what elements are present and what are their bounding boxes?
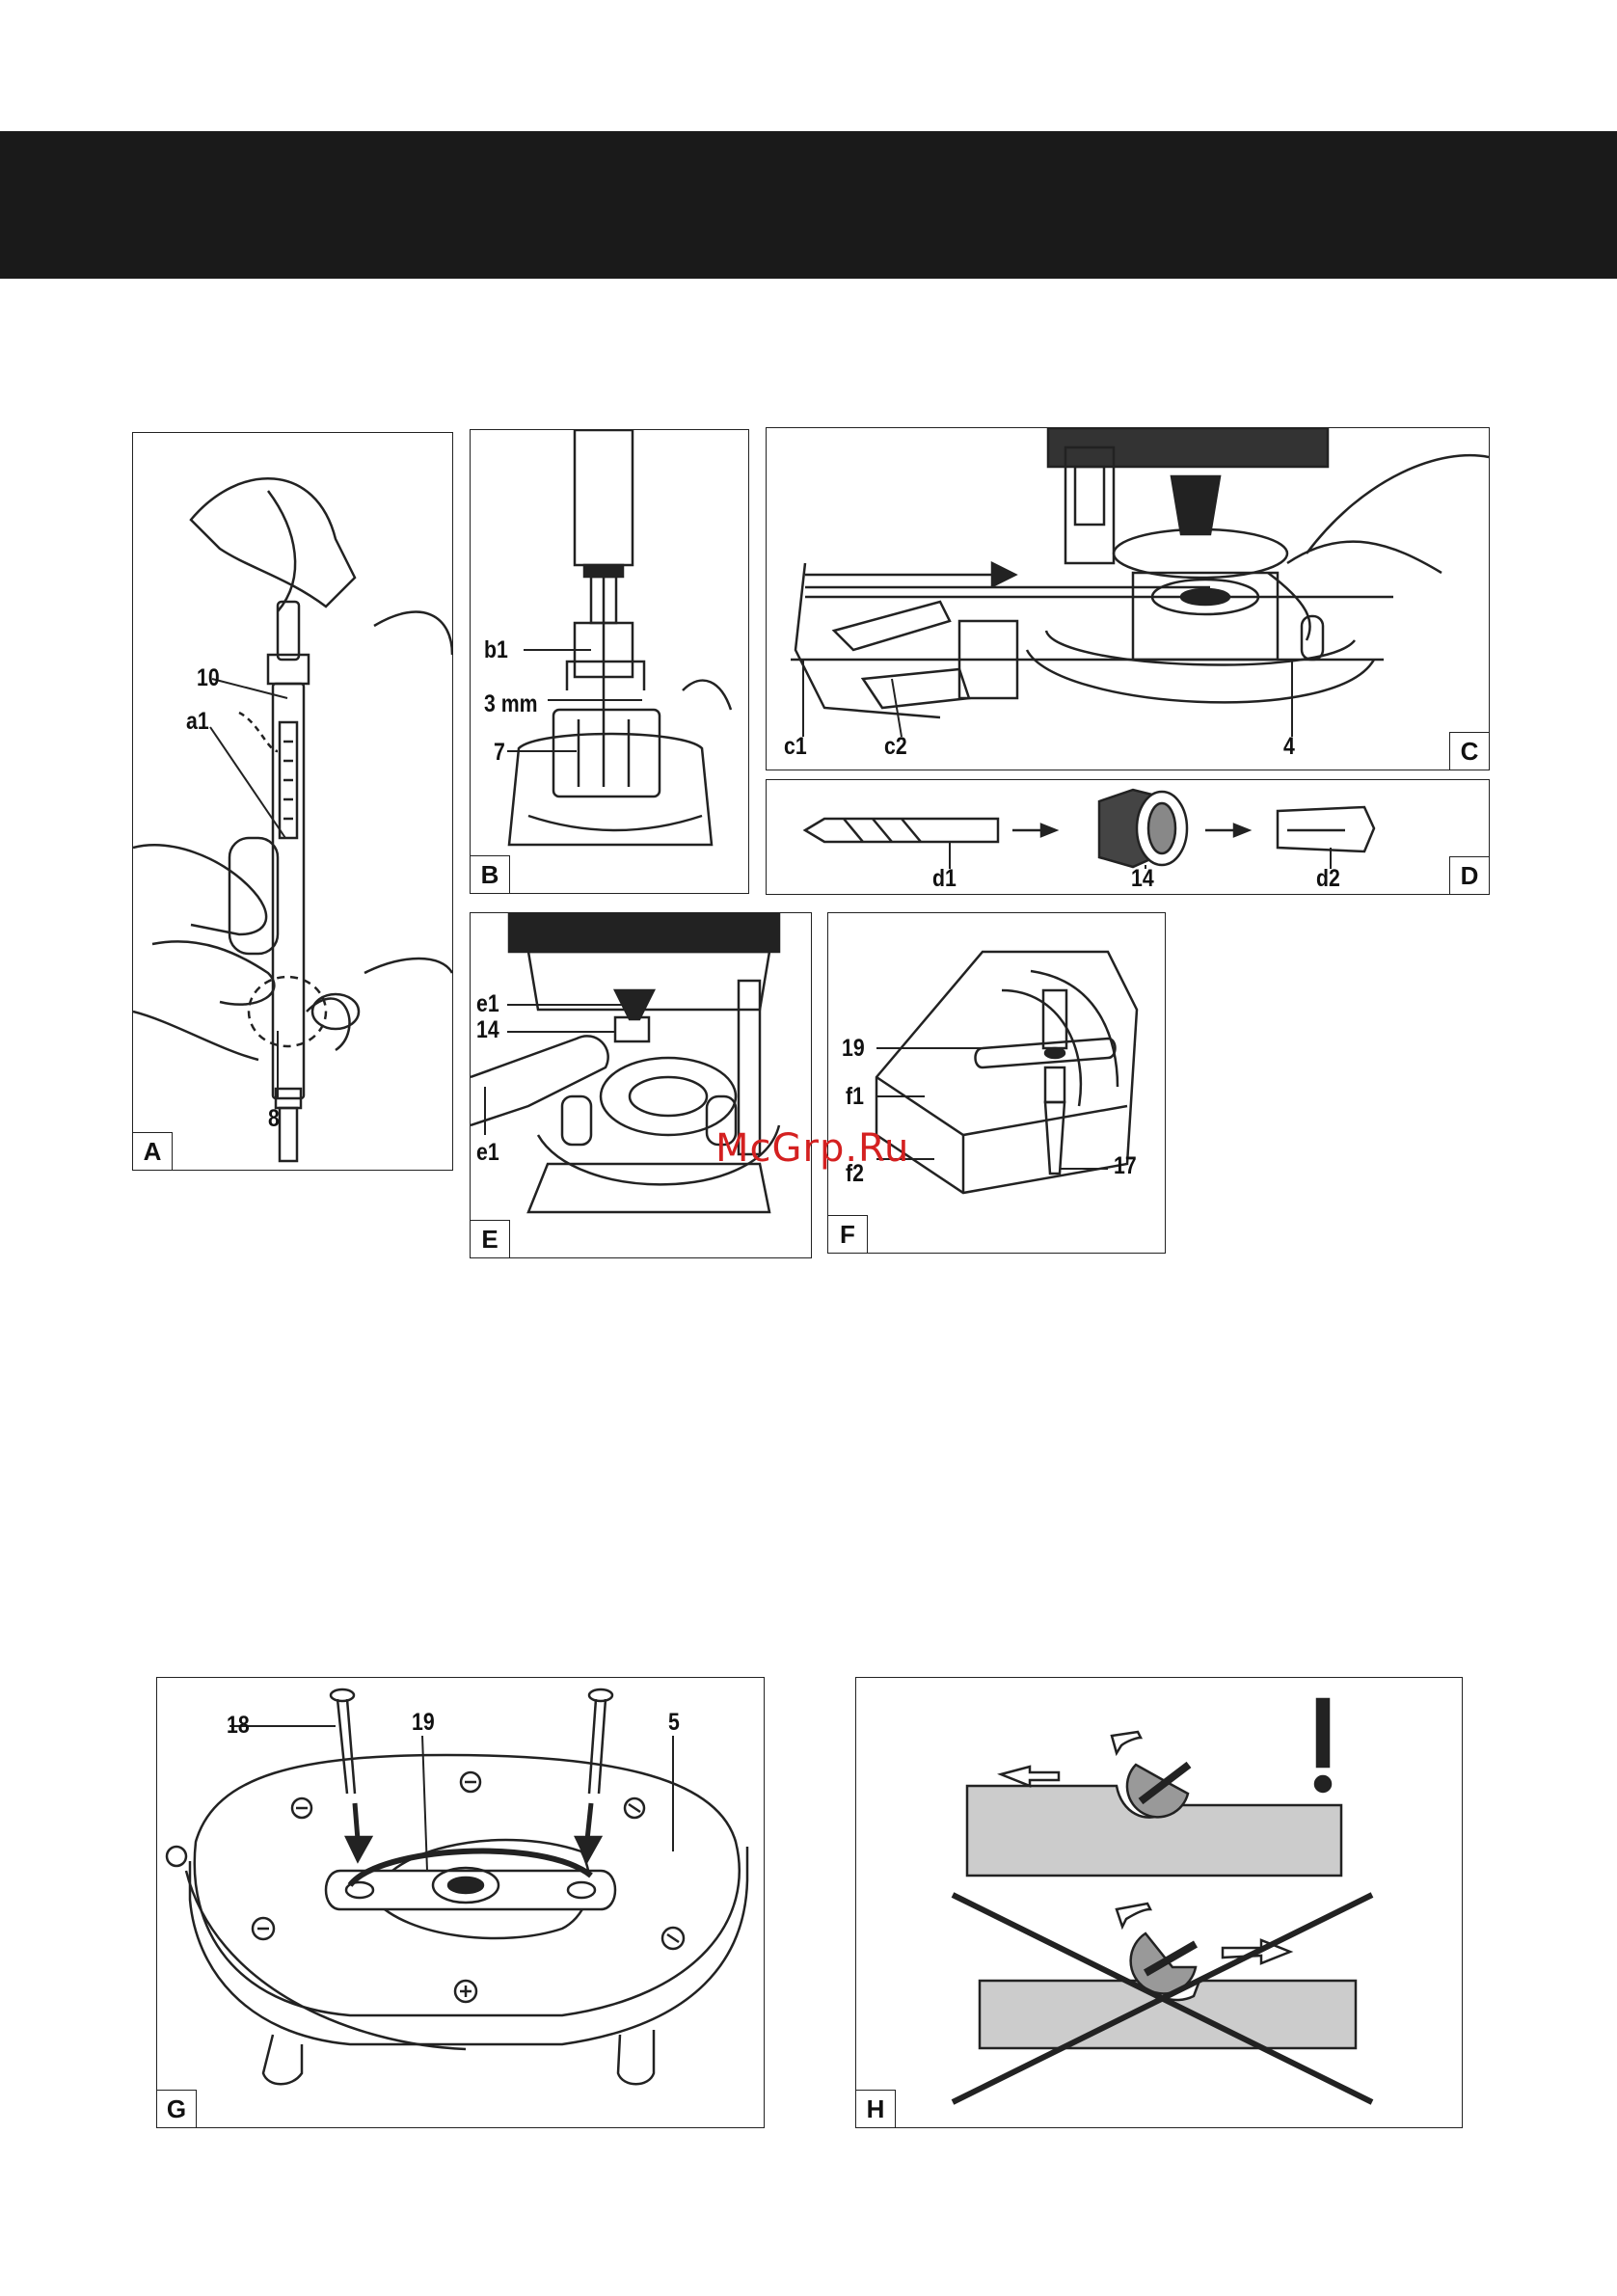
panel-letter-d: D [1449,856,1489,894]
figure-e-drawing [471,913,811,1257]
panel-letter-c: C [1449,732,1489,770]
label-d1: d1 [932,865,957,893]
label-e1-bottom: e1 [476,1139,499,1167]
figure-panel-d: d1 14 d2 D [766,779,1490,895]
panel-letter-e: E [471,1220,510,1257]
label-5: 5 [668,1709,680,1737]
figure-panel-e: e1 14 e1 E [470,912,812,1258]
label-d2: d2 [1316,865,1340,893]
label-e1-top: e1 [476,990,499,1018]
label-a1: a1 [186,708,209,736]
figure-panel-f: 19 f1 f2 17 F [827,912,1166,1254]
label-18: 18 [227,1712,250,1740]
panel-letter-b: B [471,855,510,893]
figure-g-drawing [157,1678,764,2127]
label-14-e: 14 [476,1016,499,1044]
figure-d-drawing [767,780,1489,894]
figure-c-drawing [767,428,1489,770]
watermark: McGrp.Ru [715,1126,909,1171]
figure-panel-a: 10 a1 8 A [132,432,453,1171]
panel-letter-h: H [856,2090,896,2127]
panel-letter-f: F [828,1215,868,1253]
label-c1: c1 [784,733,807,761]
label-7: 7 [494,739,505,767]
panel-letter-g: G [157,2090,197,2127]
label-3mm: 3 mm [484,690,538,718]
label-19-f: 19 [842,1035,865,1063]
label-b1: b1 [484,636,508,664]
figure-panel-h: H [855,1677,1463,2128]
figure-b-drawing [471,430,748,893]
label-4: 4 [1283,733,1295,761]
figure-f-drawing [828,913,1165,1253]
label-10: 10 [197,664,220,692]
label-f1: f1 [846,1083,864,1111]
label-14: 14 [1131,865,1154,893]
label-17: 17 [1114,1152,1137,1180]
panel-letter-a: A [133,1132,173,1170]
figure-h-drawing [856,1678,1462,2127]
label-8: 8 [268,1105,280,1133]
label-19-g: 19 [412,1709,435,1737]
label-c2: c2 [884,733,907,761]
figure-a-drawing [133,433,452,1170]
figure-panel-b: b1 3 mm 7 B [470,429,749,894]
header-bar [0,131,1617,279]
figure-panel-g: 18 19 5 G [156,1677,765,2128]
figure-panel-c: c1 c2 4 C [766,427,1490,770]
